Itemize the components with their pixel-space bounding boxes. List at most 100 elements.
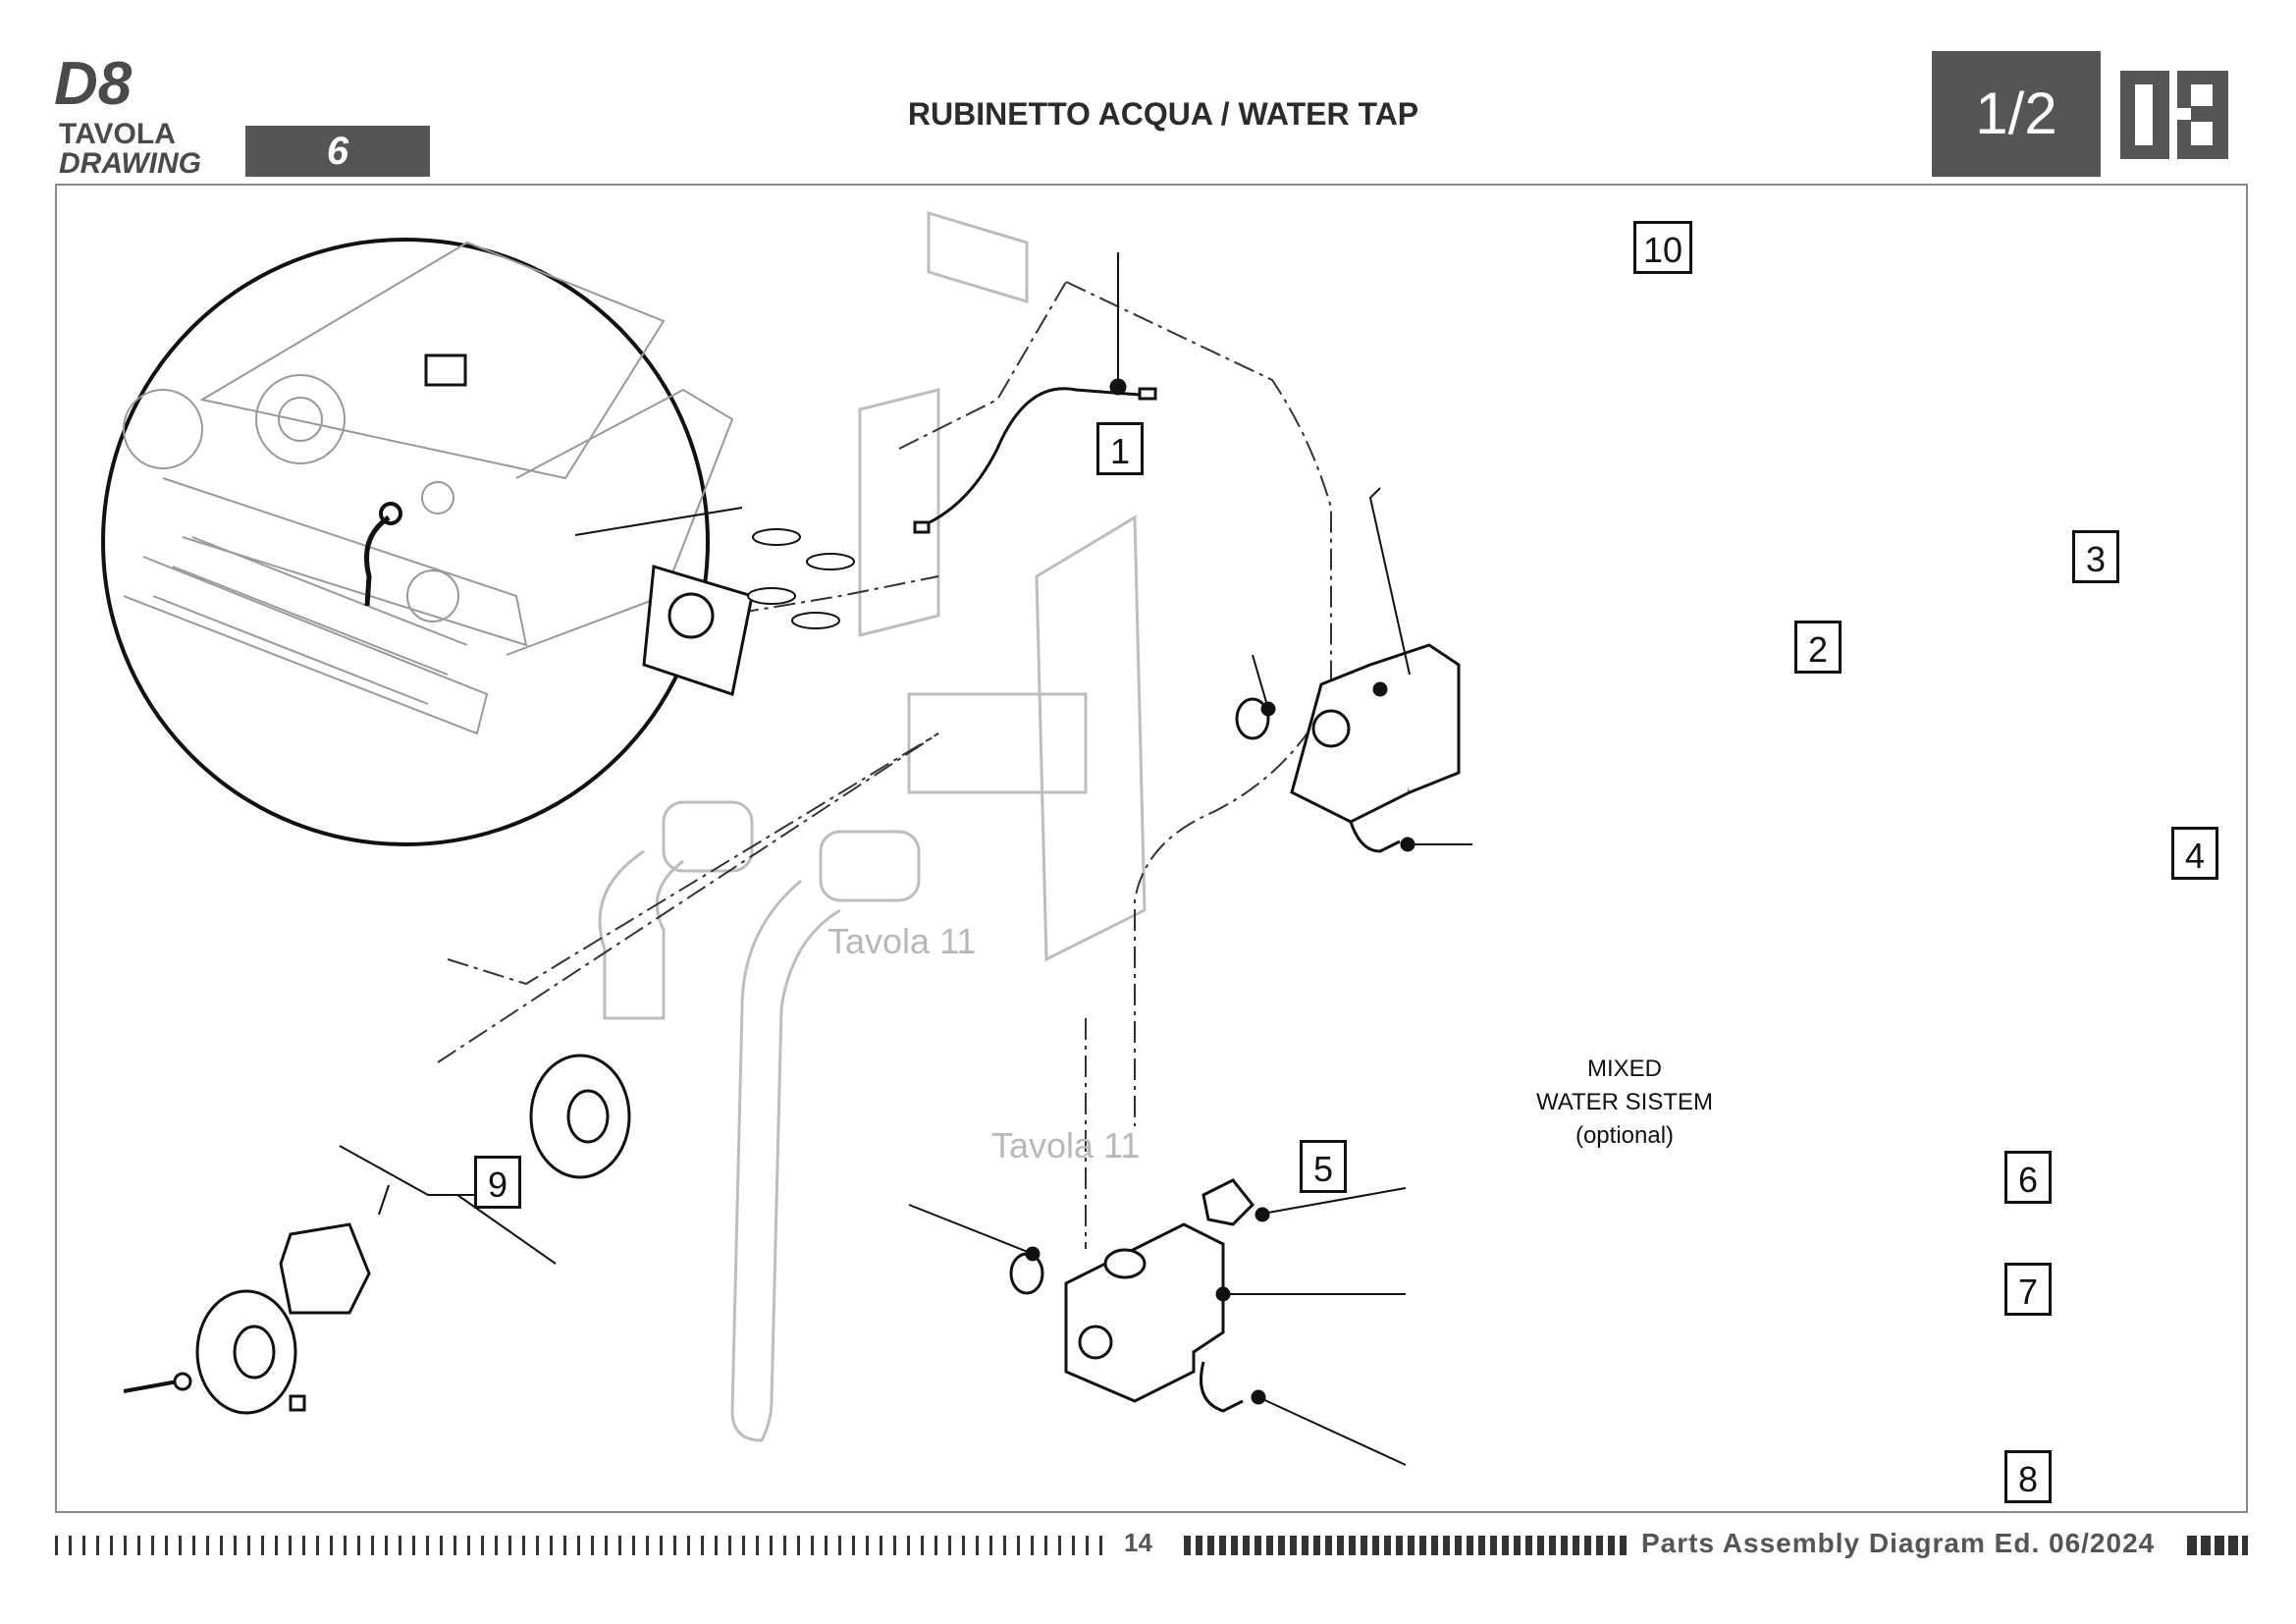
part-3-solenoid-valve <box>1290 487 1461 824</box>
footer-bar <box>165 1536 168 1555</box>
footer-bar <box>2215 1536 2224 1555</box>
footer-bar <box>1058 1536 1061 1555</box>
footer-bar <box>1072 1536 1075 1555</box>
tavola-label: TAVOLA <box>59 118 176 150</box>
page-indicator: 1/2 <box>1932 51 2101 177</box>
footer-bar <box>962 1536 965 1555</box>
footer-bar <box>618 1536 621 1555</box>
footer-bar <box>275 1536 278 1555</box>
footer-bar <box>371 1536 374 1555</box>
footer-bar <box>247 1536 250 1555</box>
part-6-nut <box>1201 1178 1407 1226</box>
footer-bar <box>1255 1536 1261 1555</box>
footer-bar <box>206 1536 209 1555</box>
footer-barcode-strip <box>55 1536 2248 1555</box>
callout-9: 9 <box>474 1156 521 1209</box>
footer-bar <box>1361 1536 1367 1555</box>
footer-bar <box>673 1536 676 1555</box>
footer-bar <box>1514 1536 1521 1555</box>
footer-bar <box>701 1536 704 1555</box>
footer-bar <box>137 1536 140 1555</box>
footer-bar <box>522 1536 525 1555</box>
callout-3: 3 <box>2072 530 2119 583</box>
part-10-sensor-cable <box>913 252 1157 534</box>
footer-bar <box>495 1536 498 1555</box>
footer-bar <box>1349 1536 1356 1555</box>
footer-bar <box>1184 1536 1191 1555</box>
footer-bar <box>1207 1536 1214 1555</box>
footer-bar <box>1337 1536 1344 1555</box>
footer-bar <box>1620 1536 1627 1555</box>
footer-bar <box>2228 1536 2238 1555</box>
part-5-fitting <box>908 1204 1044 1295</box>
part-4-elbow <box>1349 821 1472 853</box>
footer-bar <box>715 1536 718 1555</box>
footer-bar <box>880 1536 882 1555</box>
footer-bar <box>1561 1536 1568 1555</box>
footer-bar <box>151 1536 154 1555</box>
footer-bar <box>220 1536 223 1555</box>
footer-bar <box>536 1536 539 1555</box>
footer-bar <box>69 1536 72 1555</box>
footer-bar <box>1408 1536 1415 1555</box>
footer-bar <box>1302 1536 1308 1555</box>
footer-bar <box>1502 1536 1509 1555</box>
footer-bar <box>1596 1536 1603 1555</box>
footer-bar <box>234 1536 237 1555</box>
footer-bar <box>1044 1536 1047 1555</box>
footer-bar <box>1584 1536 1591 1555</box>
footer-bar <box>1608 1536 1615 1555</box>
footer-bar <box>907 1536 910 1555</box>
mixed-note-line: MIXED <box>1586 1056 1662 1082</box>
callout-5: 5 <box>1300 1140 1347 1193</box>
mixed-note-line: (optional) <box>1575 1122 1675 1149</box>
mixed-note-line: WATER SISTEM <box>1536 1089 1713 1115</box>
footer-bar <box>1219 1536 1226 1555</box>
footer-bar <box>866 1536 869 1555</box>
exploded-view-drawing <box>101 210 1472 1466</box>
footer-bar <box>632 1536 635 1555</box>
footer-bar <box>1478 1536 1485 1555</box>
footer-bar <box>1017 1536 1020 1555</box>
footer-bar <box>1031 1536 1034 1555</box>
footer-bar <box>1384 1536 1391 1555</box>
ghost-label-tavola-11: Tavola 11 <box>828 921 977 961</box>
callout-8: 8 <box>2004 1450 2052 1503</box>
footer-bar <box>454 1536 456 1555</box>
footer-bar <box>261 1536 264 1555</box>
footer-bar <box>1243 1536 1250 1555</box>
footer-bar <box>1086 1536 1089 1555</box>
footer-bar <box>797 1536 800 1555</box>
footer-bar <box>756 1536 759 1555</box>
footer-bar <box>412 1536 415 1555</box>
footer-bar <box>357 1536 360 1555</box>
footer-bar <box>1278 1536 1285 1555</box>
footer-bar <box>124 1536 127 1555</box>
footer-bar <box>811 1536 814 1555</box>
callout-4: 4 <box>2171 827 2218 880</box>
footer-bar <box>1099 1536 1102 1555</box>
footer-bar <box>550 1536 553 1555</box>
footer-bar <box>302 1536 305 1555</box>
footer-bar <box>1372 1536 1379 1555</box>
callout-7: 7 <box>2004 1263 2052 1316</box>
footer-bar <box>1266 1536 1273 1555</box>
footer-bar <box>591 1536 594 1555</box>
footer-bar <box>55 1536 58 1555</box>
table-number-badge: 6 <box>245 126 430 177</box>
footer-bar <box>948 1536 951 1555</box>
footer-bar <box>1313 1536 1320 1555</box>
footer-bar <box>1003 1536 1006 1555</box>
footer-bar <box>192 1536 195 1555</box>
footer-bar <box>1443 1536 1450 1555</box>
footer-bar <box>344 1536 347 1555</box>
footer-bar <box>1455 1536 1462 1555</box>
ghost-label-tavola-11: Tavola 11 <box>991 1125 1141 1165</box>
footer-bar <box>605 1536 608 1555</box>
footer-bar <box>330 1536 333 1555</box>
part-8-elbow <box>1200 1361 1407 1466</box>
footer-bar <box>921 1536 924 1555</box>
footer-bar <box>660 1536 663 1555</box>
footer-bar <box>385 1536 388 1555</box>
footer-bar <box>1290 1536 1297 1555</box>
